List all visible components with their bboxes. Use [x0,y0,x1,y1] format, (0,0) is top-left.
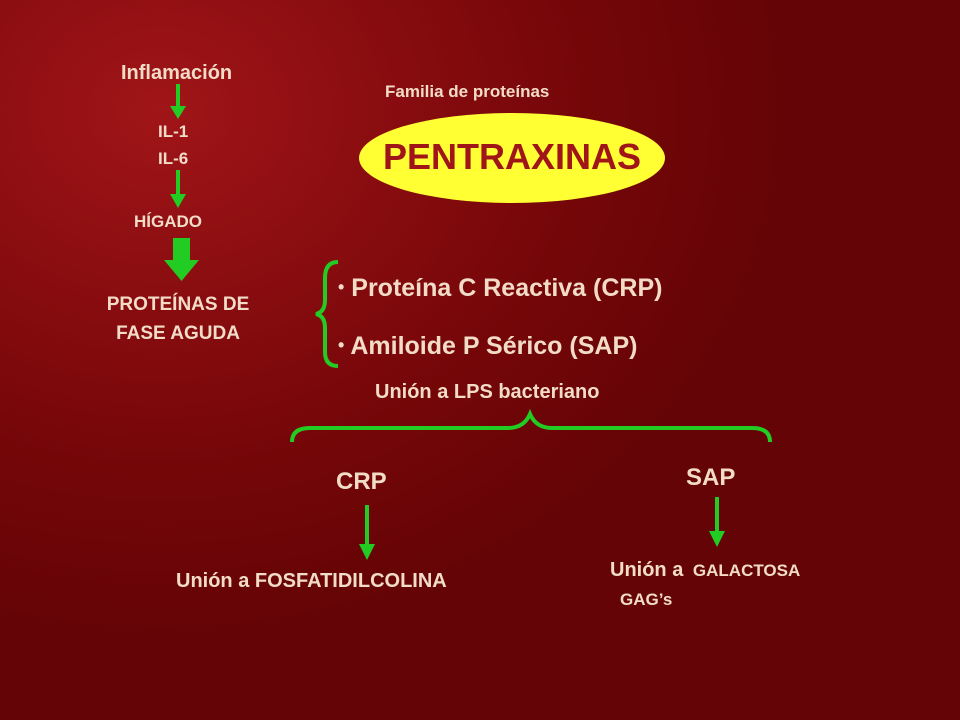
arrow-il-to-higado [170,170,186,208]
arrow-sap-to-galactosa [709,497,725,547]
sap-binding-label: Unión a GALACTOSA [610,560,800,580]
lps-horizontal-brace [290,408,772,443]
member-sap: • Amiloide P Sérico (SAP) [338,334,637,359]
fase-aguda-line2: FASE AGUDA [116,323,240,344]
il6-label: IL-6 [158,149,189,168]
il1-label: IL-1 [158,122,189,141]
sap-binding-prefix: Unión a [610,559,684,581]
member-sap-label: Amiloide P Sérico (SAP) [350,332,638,360]
higado-label: HÍGADO [134,212,202,231]
inflamacion-label: Inflamación [121,62,233,84]
fase-aguda-line1: PROTEÍNAS DE [106,294,250,315]
arrow-inflamacion-to-il [170,84,186,119]
pentraxinas-title: PENTRAXINAS [382,136,642,177]
members-left-brace [315,260,339,368]
sap-branch-label: SAP [686,464,736,491]
sap-binding-line2: GAG’s [620,590,673,609]
bullet-dot: • [338,277,345,297]
arrow-higado-to-fase-aguda [164,238,199,281]
member-crp-label: Proteína C Reactiva (CRP) [351,274,663,302]
member-crp: • Proteína C Reactiva (CRP) [338,276,662,301]
pentraxinas-ellipse [359,113,665,203]
family-caption: Familia de proteínas [385,82,550,101]
bullet-dot: • [338,335,345,355]
lps-label: Unión a LPS bacteriano [375,381,600,403]
arrow-crp-to-fosfatidilcolina [359,505,375,560]
sap-binding-target: GALACTOSA [692,561,801,580]
crp-binding-label: Unión a FOSFATIDILCOLINA [176,570,447,592]
crp-branch-label: CRP [336,468,387,495]
